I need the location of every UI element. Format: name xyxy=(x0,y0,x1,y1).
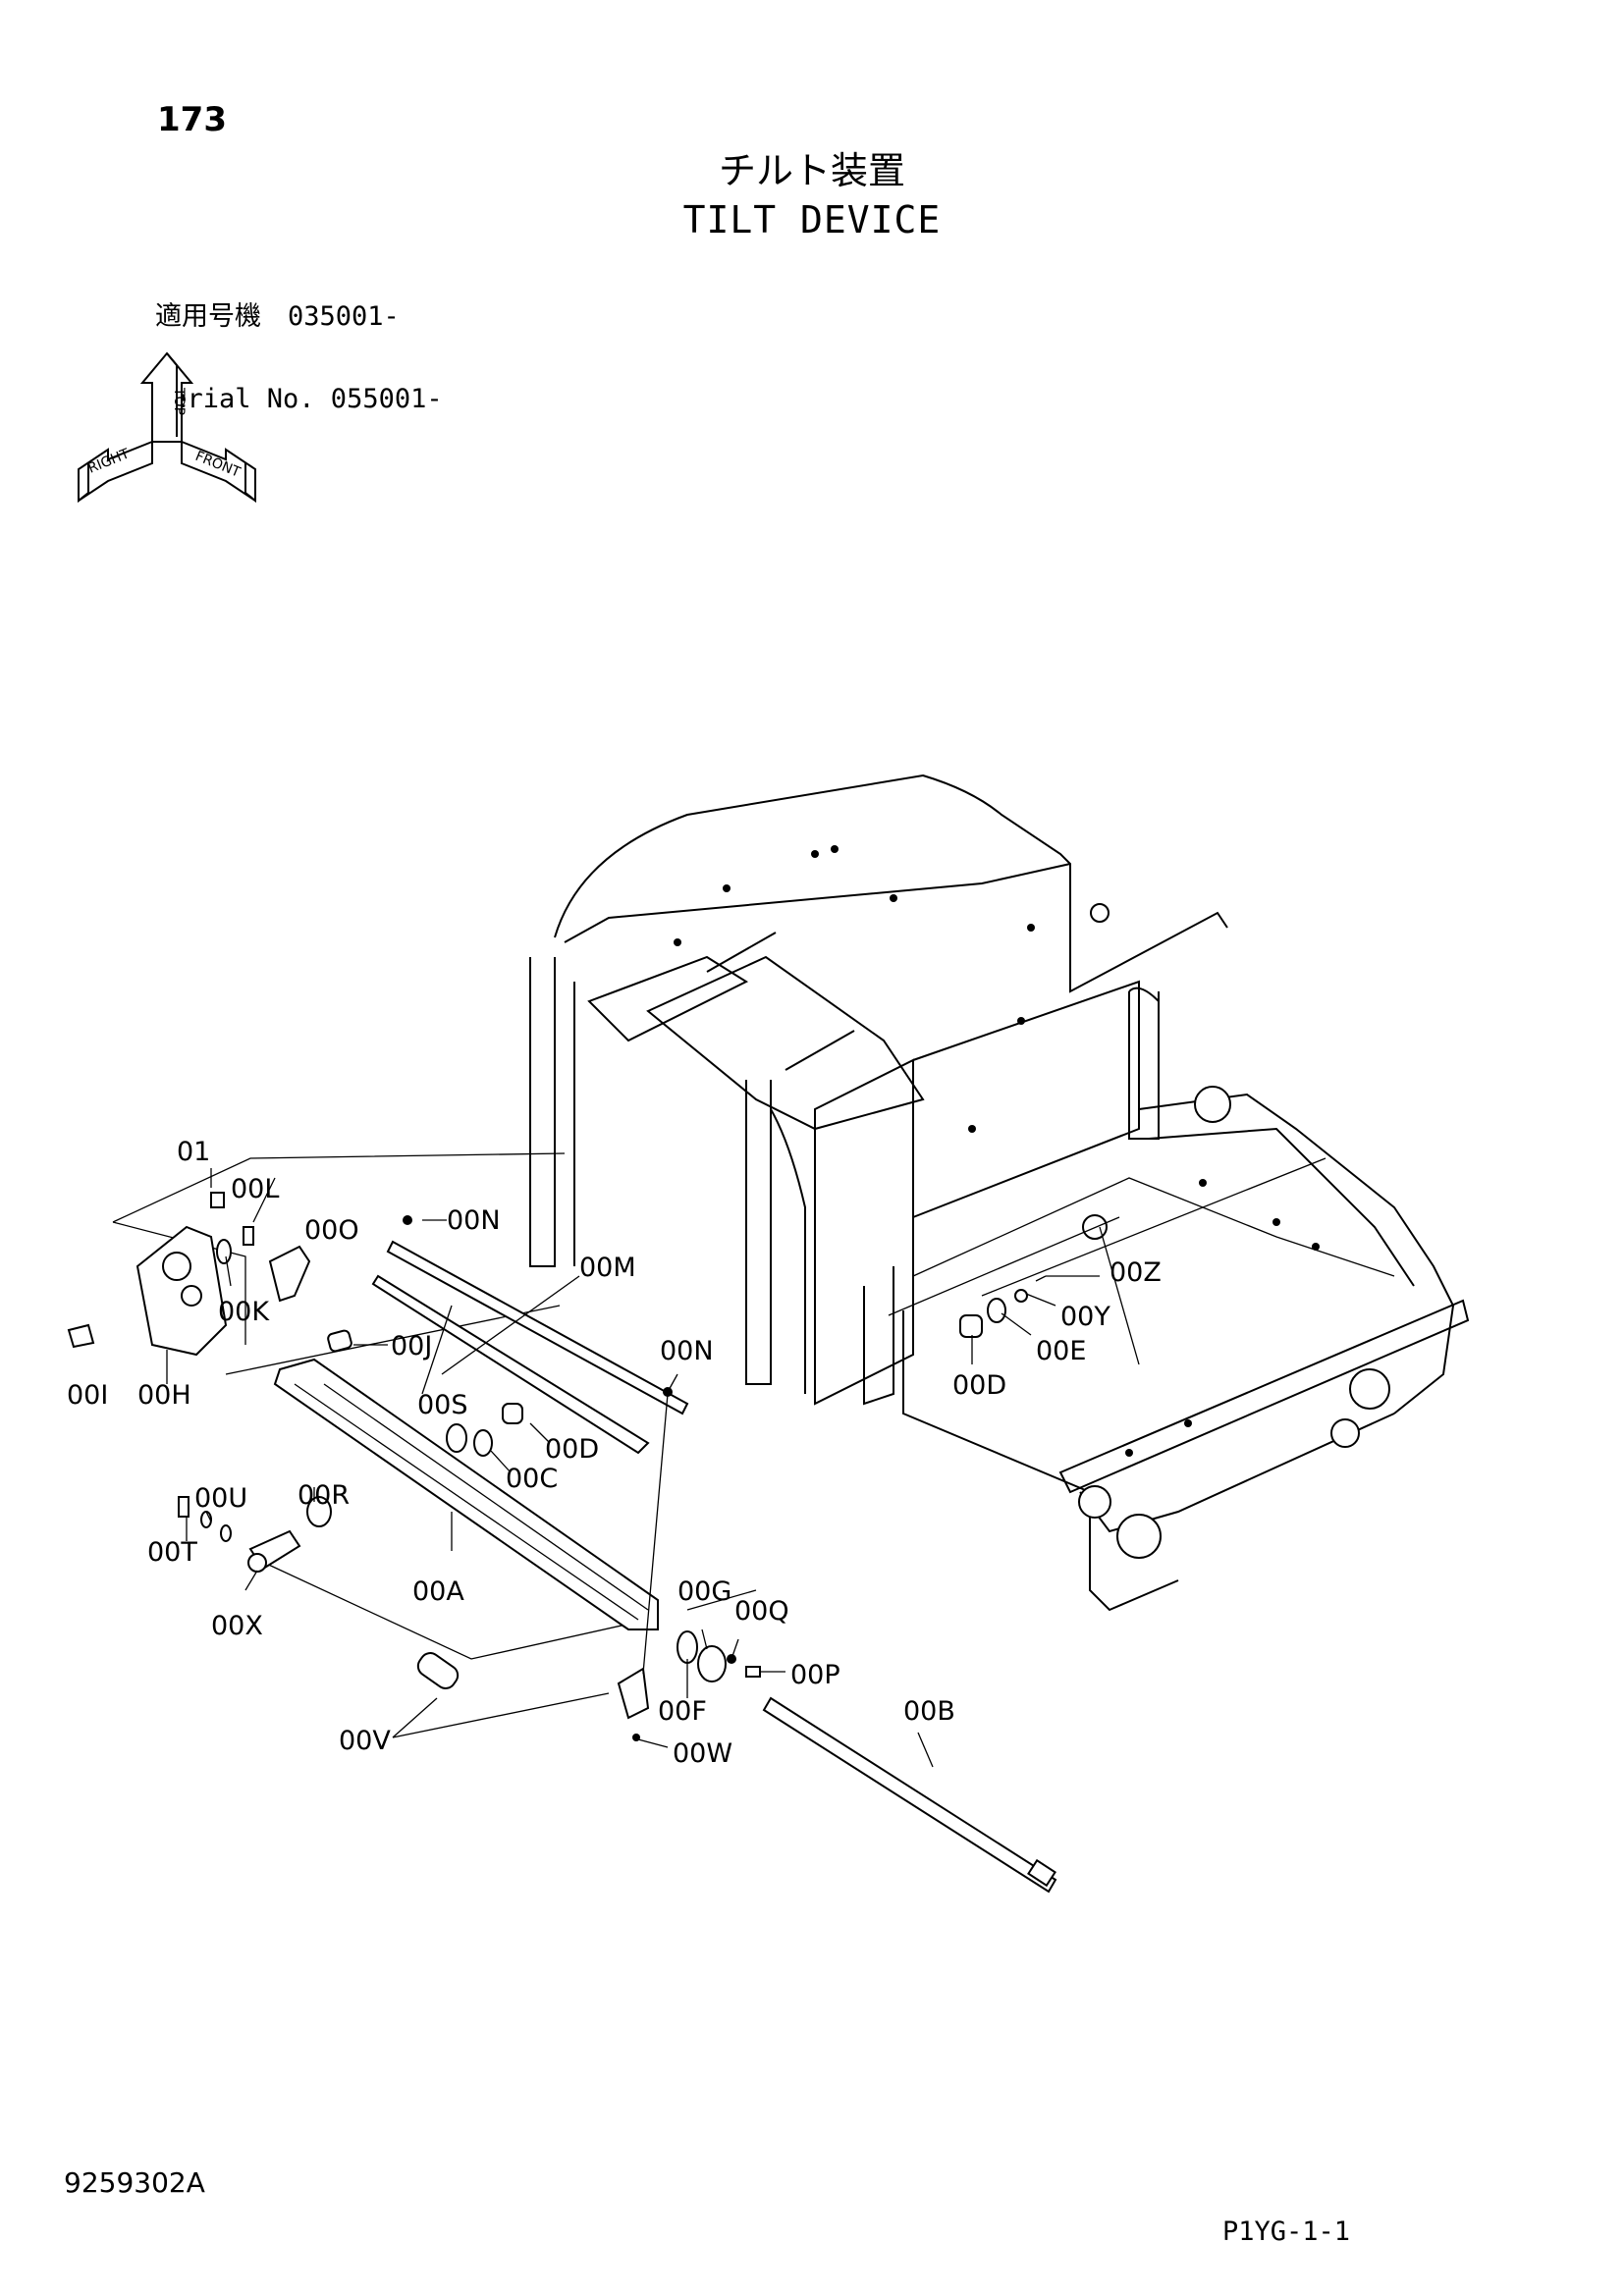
callout-00T: 00T xyxy=(147,1537,197,1568)
callout-00P: 00P xyxy=(790,1660,840,1690)
callout-00G: 00G xyxy=(677,1576,731,1607)
callout-00Q: 00Q xyxy=(734,1596,789,1627)
callout-00O: 00O xyxy=(304,1215,359,1246)
page-title: TILT DEVICE xyxy=(682,198,942,241)
callout-00N-2: 00N xyxy=(660,1336,714,1366)
callout-00U: 00U xyxy=(194,1483,247,1514)
callout-00Y: 00Y xyxy=(1060,1302,1110,1332)
callout-01: 01 xyxy=(177,1137,210,1167)
document-number: 9259302A xyxy=(64,2166,205,2199)
page-title-japanese: チルト装置 xyxy=(718,149,905,192)
callout-00L: 00L xyxy=(231,1174,279,1204)
callout-00J: 00J xyxy=(391,1331,432,1362)
callout-00W: 00W xyxy=(673,1738,732,1769)
callout-00H: 00H xyxy=(137,1380,191,1411)
machine-frame xyxy=(112,774,1470,1660)
callout-00N: 00N xyxy=(447,1205,501,1236)
callout-00D-2: 00D xyxy=(952,1370,1006,1401)
callout-00A: 00A xyxy=(412,1576,464,1607)
callout-00F: 00F xyxy=(658,1696,707,1727)
callout-00I: 00I xyxy=(67,1380,108,1411)
orientation-arrows xyxy=(78,351,256,504)
bracket-part xyxy=(135,1225,228,1357)
callout-00Z: 00Z xyxy=(1110,1257,1162,1288)
exploded-parts xyxy=(67,1192,1057,1894)
orientation-label-top: TOP xyxy=(171,387,187,415)
callout-00X: 00X xyxy=(211,1611,263,1641)
callout-leaders xyxy=(166,1168,1140,1768)
callout-00K: 00K xyxy=(218,1297,270,1327)
page-number: 173 xyxy=(157,100,227,139)
serial-line-jp: 適用号機 035001- xyxy=(155,301,400,332)
callout-00V: 00V xyxy=(339,1726,391,1756)
orientation-indicator: TOP RIGHT FRONT xyxy=(78,351,256,504)
page-code: P1YG-1-1 xyxy=(1222,2216,1351,2247)
callout-00B: 00B xyxy=(903,1696,955,1727)
callout-labels: 01 00L 00O 00N 00M 00K 00J 00I 00H 00S 0… xyxy=(67,1137,1162,1769)
callout-00M: 00M xyxy=(579,1253,636,1283)
callout-00C: 00C xyxy=(506,1464,558,1494)
callout-00D: 00D xyxy=(545,1434,599,1465)
callout-00R: 00R xyxy=(298,1480,350,1511)
callout-00E: 00E xyxy=(1036,1336,1086,1366)
callout-00S: 00S xyxy=(417,1390,468,1420)
arm-part xyxy=(273,1358,659,1630)
serial-number-block: 適用号機 035001- Serial No. 055001- xyxy=(155,250,443,442)
